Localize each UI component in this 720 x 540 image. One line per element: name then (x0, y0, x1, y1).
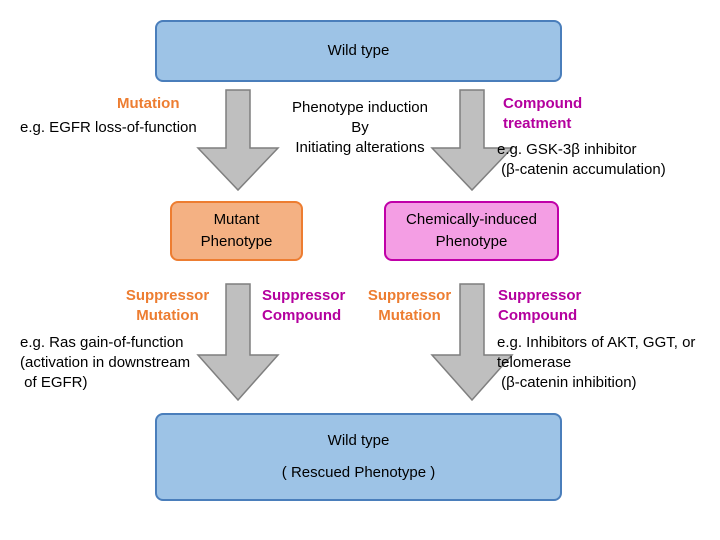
left-suppressor-compound-label: Suppressor Compound (262, 286, 345, 326)
arrow-mutant-to-rescued (196, 283, 280, 402)
right-suppressor-compound-label: Suppressor Compound (498, 286, 581, 326)
left-suppressor-example: e.g. Ras gain-of-function (activation in… (20, 333, 190, 393)
compound-label-line1: Compound (503, 95, 583, 112)
center-line-1: Phenotype induction (292, 99, 428, 116)
left-ex-line1: e.g. Ras gain-of-function (20, 334, 184, 351)
left-suppressor-mutation-label: Suppressor Mutation (120, 286, 215, 326)
right-sc-line1: Suppressor (498, 287, 582, 304)
arrow-to-chemical (430, 89, 514, 192)
right-ex-line3: (β-catenin inhibition) (497, 374, 637, 391)
mutant-phenotype-box: Mutant Phenotype (170, 201, 303, 261)
left-sm-line1: Suppressor (125, 287, 210, 304)
wild-type-box: Wild type (155, 20, 562, 82)
phenotype-induction-text: Phenotype induction By Initiating altera… (270, 98, 450, 158)
right-sc-line2: Compound (498, 307, 578, 324)
compound-example: e.g. GSK-3β inhibitor (β-catenin accumul… (497, 140, 666, 180)
center-line-2: By (351, 119, 369, 136)
mutation-label: Mutation (117, 95, 180, 112)
mutant-line1: Mutant (213, 211, 260, 228)
compound-label-line2: treatment (503, 115, 572, 132)
arrow-chemical-to-rescued (430, 283, 514, 402)
compound-example-line2: (β-catenin accumulation) (497, 161, 666, 178)
compound-example-line1: e.g. GSK-3β inhibitor (497, 141, 637, 158)
compound-treatment-label: Compound treatment (503, 94, 582, 134)
right-sm-line2: Mutation (378, 307, 441, 324)
mutant-line2: Phenotype (200, 233, 273, 250)
left-sc-line2: Compound (262, 307, 342, 324)
left-ex-line3: of EGFR) (20, 374, 88, 391)
right-sm-line1: Suppressor (367, 287, 452, 304)
rescued-wild-type-box: Wild type ( Rescued Phenotype ) (155, 413, 562, 501)
wild-type-label: Wild type (327, 42, 390, 59)
rescued-line1: Wild type (327, 432, 390, 449)
chemical-phenotype-box: Chemically-induced Phenotype (384, 201, 559, 261)
left-sm-line2: Mutation (136, 307, 199, 324)
chemical-line2: Phenotype (435, 233, 508, 250)
right-suppressor-example: e.g. Inhibitors of AKT, GGT, or telomera… (497, 333, 695, 393)
center-line-3: Initiating alterations (295, 139, 425, 156)
arrow-to-mutant (196, 89, 280, 192)
right-ex-line1: e.g. Inhibitors of AKT, GGT, or (497, 334, 696, 351)
rescued-line2: ( Rescued Phenotype ) (281, 464, 436, 481)
left-ex-line2: (activation in downstream (20, 354, 191, 371)
right-ex-line2: telomerase (497, 354, 572, 371)
left-sc-line1: Suppressor (262, 287, 346, 304)
mutation-example: e.g. EGFR loss-of-function (20, 119, 197, 136)
chemical-line1: Chemically-induced (406, 211, 537, 228)
right-suppressor-mutation-label: Suppressor Mutation (362, 286, 457, 326)
